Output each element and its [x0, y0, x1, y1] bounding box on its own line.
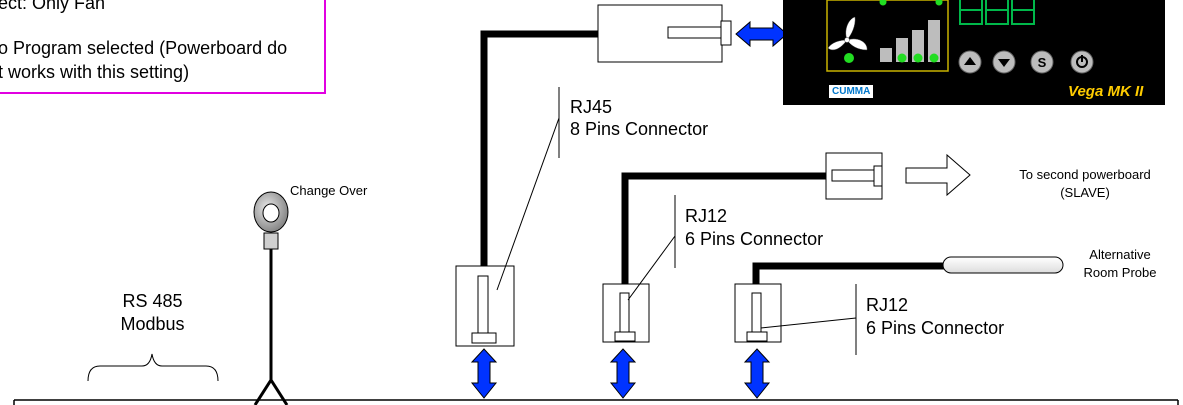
seven-segment-display [959, 0, 1035, 25]
rj12a-desc: 6 Pins Connector [685, 229, 824, 249]
rj12a-leader [627, 235, 676, 301]
cables [480, 30, 945, 285]
note-line-3: t works with this setting) [0, 62, 190, 82]
rj45-top-plug [597, 4, 732, 63]
second-powerboard-label-1: To second powerboard [1019, 167, 1151, 182]
rj12b-leader [760, 317, 857, 329]
alt-probe-label-2: Room Probe [1083, 265, 1157, 280]
blue-arrow-vertical-2 [609, 348, 637, 399]
rj45-board-connector [455, 265, 515, 347]
rs485-brace [87, 353, 219, 382]
rj45-cable [480, 30, 598, 270]
blue-arrow-horizontal [735, 20, 788, 48]
change-over-label: Change Over [290, 183, 368, 198]
blue-arrow-vertical-1 [470, 348, 498, 399]
status-leds [844, 0, 943, 63]
second-powerboard-label-2: (SLAVE) [1060, 185, 1110, 200]
probe-cable [752, 262, 945, 285]
blue-arrow-vertical-3 [743, 348, 771, 399]
controller-brand: CUMMA [829, 85, 874, 98]
rj12a-title: RJ12 [685, 206, 728, 226]
rs485-label-1: RS 485 [122, 291, 183, 311]
rj12-slave-plug [825, 152, 883, 200]
rj12b-board-connector [734, 283, 782, 343]
note-line-2: o Program selected (Powerboard do [0, 38, 288, 58]
arrow-to-slave [905, 153, 971, 197]
controller-model: Vega MK II [1068, 83, 1144, 100]
room-probe [942, 256, 1064, 274]
rj12a-board-connector [602, 283, 650, 343]
rj45-leader [496, 117, 560, 291]
rj12b-desc: 6 Pins Connector [866, 318, 1005, 338]
note-box [0, 0, 326, 94]
rj12b-title: RJ12 [866, 295, 909, 315]
controller-buttons: S [958, 50, 1094, 74]
change-over-sensor [253, 191, 289, 405]
rj45-desc: 8 Pins Connector [570, 119, 709, 139]
fan-icon [827, 16, 868, 51]
note-line-1: ect: Only Fan [0, 0, 106, 13]
alt-probe-label-1: Alternative [1089, 247, 1151, 262]
rj12a-cable [621, 172, 826, 285]
svg-text:S: S [1038, 55, 1047, 70]
board-outline [13, 399, 1179, 405]
s-button [1030, 50, 1054, 74]
rs485-label-2: Modbus [120, 314, 185, 334]
rj45-title: RJ45 [570, 97, 613, 117]
